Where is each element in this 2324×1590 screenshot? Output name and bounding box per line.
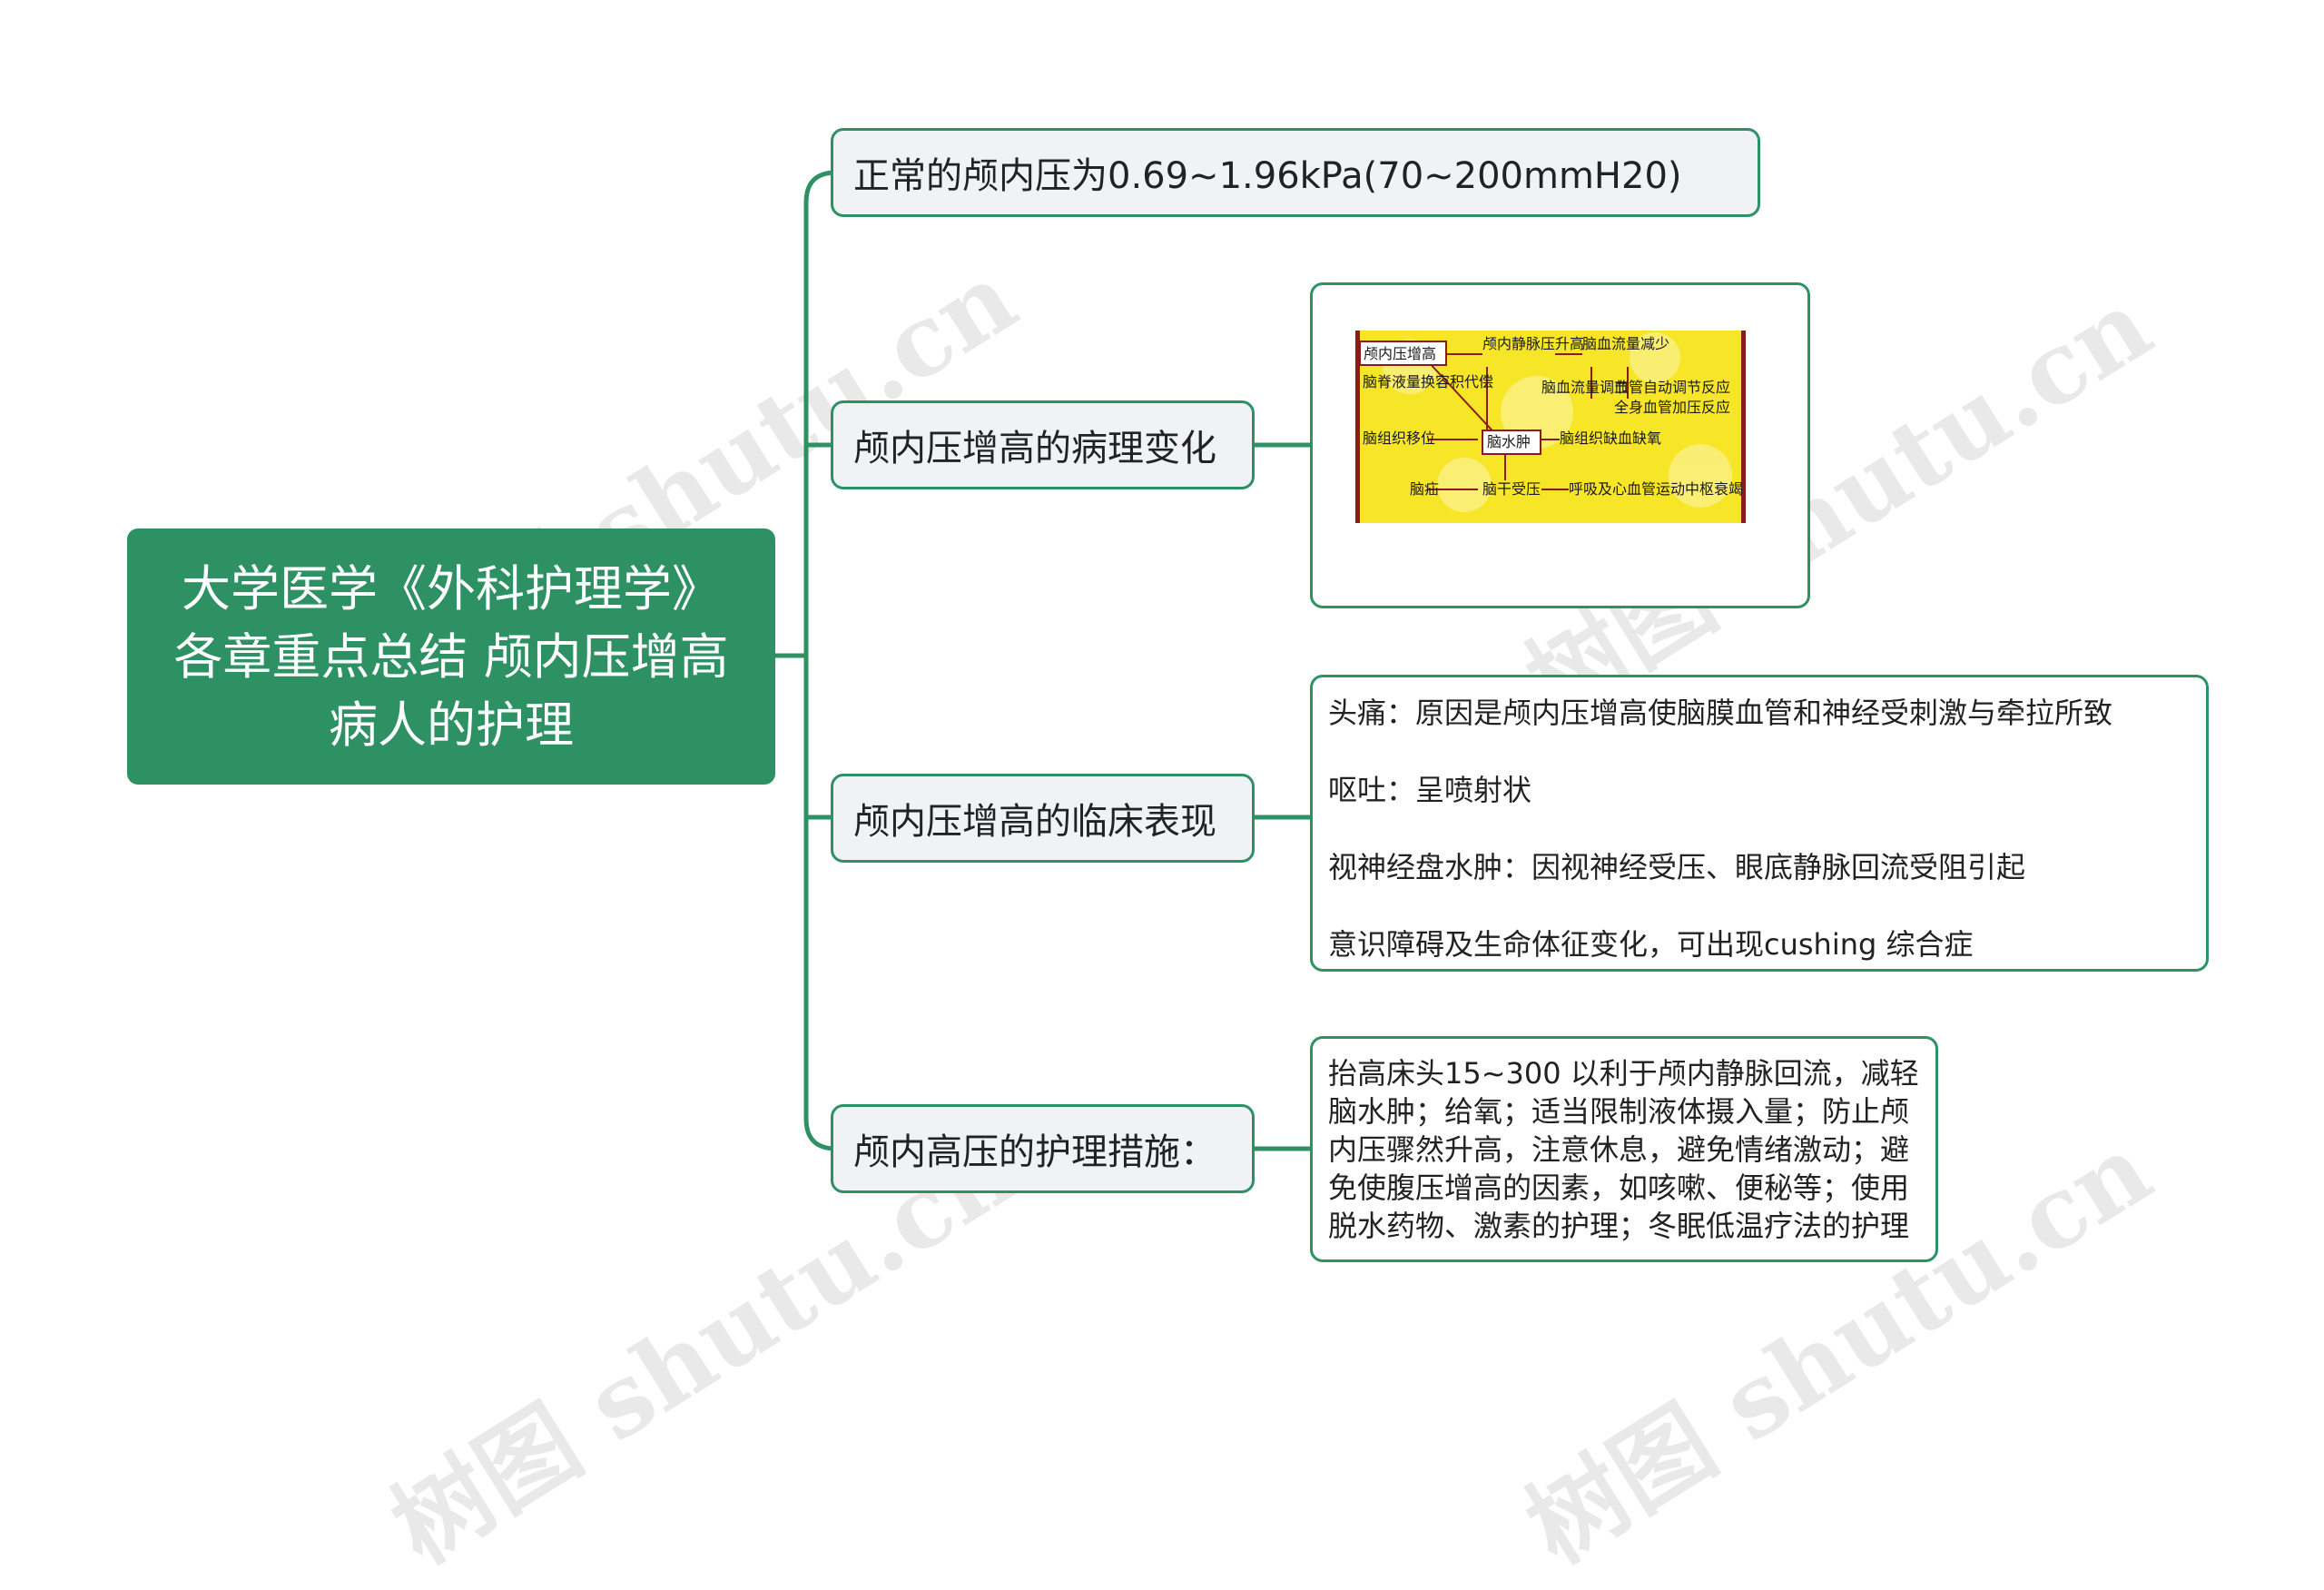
img-label-icp: 颅内压增高 <box>1364 345 1436 362</box>
img-label-center: 呼吸及心血管运动中枢衰竭 <box>1569 480 1743 498</box>
img-label-brainstem: 脑干受压 <box>1482 480 1541 498</box>
root-topic[interactable]: 大学医学《外科护理学》 各章重点总结 颅内压增高 病人的护理 <box>127 528 775 785</box>
pathology-image-node[interactable]: 颅内压增高 脑水肿 颅内静脉压升高 脑血流量减少 脑脊液量换容积代偿 脑血流量调… <box>1310 282 1810 608</box>
pathology-flowchart-image: 颅内压增高 脑水肿 颅内静脉压升高 脑血流量减少 脑脊液量换容积代偿 脑血流量调… <box>1355 331 1746 523</box>
clinical-item: 呕吐：呈喷射状 <box>1328 773 1532 807</box>
nursing-line: 内压骤然升高，注意休息，避免情绪激动；避 <box>1328 1132 1910 1167</box>
root-line: 大学医学《外科护理学》 <box>182 559 721 617</box>
img-label-cbf: 脑血流量减少 <box>1582 335 1669 352</box>
branch-label: 颅内高压的护理措施： <box>853 1131 1216 1173</box>
clinical-item: 意识障碍及生命体征变化，可出现cushing 综合症 <box>1328 927 1974 962</box>
branch-label: 颅内压增高的临床表现 <box>853 801 1216 843</box>
img-label-auto-reg: 血管自动调节反应 <box>1614 379 1730 396</box>
clinical-detail-node[interactable]: 头痛：原因是颅内压增高使脑膜血管和神经受刺激与牵拉所致 呕吐：呈喷射状 视神经盘… <box>1310 675 2209 972</box>
clinical-item: 头痛：原因是颅内压增高使脑膜血管和神经受刺激与牵拉所致 <box>1328 696 2113 730</box>
branch-label: 正常的颅内压为0.69~1.96kPa(70~200mmH20) <box>853 155 1682 197</box>
nursing-line: 脑水肿；给氧；适当限制液体摄入量；防止颅 <box>1328 1094 1910 1129</box>
nursing-line: 免使腹压增高的因素，如咳嗽、便秘等；使用 <box>1328 1170 1910 1205</box>
connector-lines <box>775 170 1310 1151</box>
nursing-line: 抬高床头15~300 以利于颅内静脉回流，减轻 <box>1328 1056 1919 1091</box>
img-label-ischemia: 脑组织缺血缺氧 <box>1560 430 1661 447</box>
img-label-cbf-reg: 脑血流量调节 <box>1541 379 1629 396</box>
branch-pathology[interactable]: 颅内压增高的病理变化 <box>831 400 1255 489</box>
img-label-venous: 颅内静脉压升高 <box>1482 335 1584 352</box>
clinical-item: 视神经盘水肿：因视神经受压、眼底静脉回流受阻引起 <box>1328 850 2026 884</box>
img-label-csf: 脑脊液量换容积代偿 <box>1363 373 1493 390</box>
img-label-systemic: 全身血管加压反应 <box>1614 399 1730 416</box>
branch-label: 颅内压增高的病理变化 <box>853 428 1216 469</box>
branch-normal-icp[interactable]: 正常的颅内压为0.69~1.96kPa(70~200mmH20) <box>831 128 1760 217</box>
branch-nursing[interactable]: 颅内高压的护理措施： <box>831 1104 1255 1193</box>
img-label-hernia: 脑疝 <box>1410 480 1439 498</box>
nursing-detail-node[interactable]: 抬高床头15~300 以利于颅内静脉回流，减轻 脑水肿；给氧；适当限制液体摄入量… <box>1310 1036 1938 1262</box>
root-line: 各章重点总结 颅内压增高 <box>173 627 729 686</box>
branch-clinical[interactable]: 颅内压增高的临床表现 <box>831 774 1255 863</box>
img-label-edema: 脑水肿 <box>1487 433 1531 450</box>
img-label-shift: 脑组织移位 <box>1363 430 1435 447</box>
root-line: 病人的护理 <box>329 696 574 754</box>
nursing-line: 脱水药物、激素的护理；冬眠低温疗法的护理 <box>1328 1209 1910 1243</box>
